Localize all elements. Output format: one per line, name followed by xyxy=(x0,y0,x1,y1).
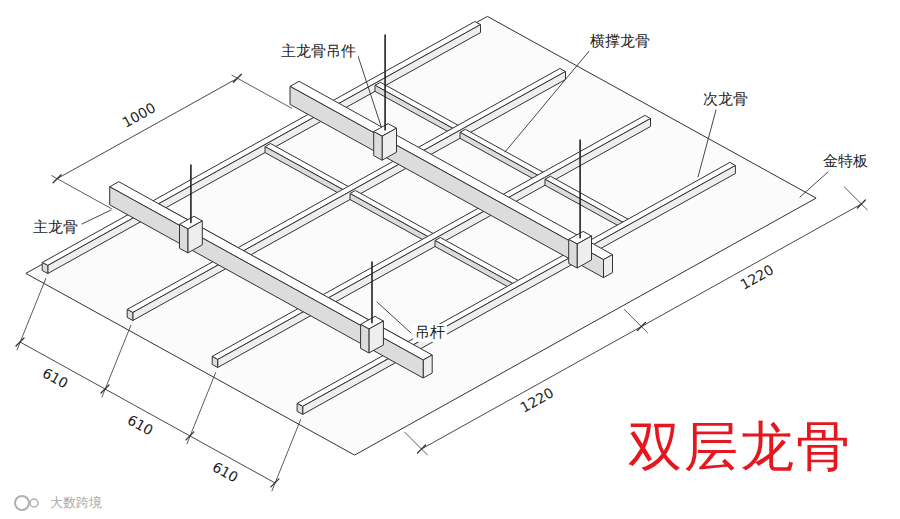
dimension-label: 610 xyxy=(123,411,158,440)
cross-brace-keel xyxy=(460,129,545,182)
main-keel-top xyxy=(290,81,613,259)
callout-label: 次龙骨 xyxy=(701,91,750,108)
hanger-rod xyxy=(384,35,386,130)
callout-label: 主龙骨 xyxy=(31,219,80,236)
dimension-line xyxy=(57,78,237,178)
hanger-clip-end xyxy=(361,324,369,353)
secondary-keel-top xyxy=(297,162,735,406)
cross-brace-keel-end xyxy=(545,179,624,229)
extension-line xyxy=(232,75,292,108)
callout-label: 金特板 xyxy=(821,153,870,170)
dimension-label: 610 xyxy=(38,364,73,393)
dimension-label: 1220 xyxy=(516,383,558,416)
hanger-rod xyxy=(190,165,192,223)
extension-line xyxy=(17,279,46,351)
extension-line xyxy=(52,176,112,209)
main-keel-end xyxy=(110,187,424,378)
dimension-label: 1000 xyxy=(118,98,160,131)
watermark: 大数跨境 xyxy=(48,496,104,511)
secondary-keel-end xyxy=(297,403,303,414)
diagram-title: 双层龙骨 xyxy=(626,416,854,478)
cross-brace-keel-top xyxy=(435,238,520,285)
extension-line xyxy=(405,432,428,455)
cross-brace-keel xyxy=(545,176,630,229)
hanger-rod xyxy=(371,262,373,323)
hanger-clip-side xyxy=(369,321,384,353)
callout-label: 横撑龙骨 xyxy=(588,33,652,50)
extension-line xyxy=(624,310,647,333)
hanger-clip-side xyxy=(577,236,591,268)
leader-line xyxy=(358,56,381,126)
watermark-logo xyxy=(30,499,38,507)
secondary-keel xyxy=(297,162,735,414)
callout-label: 吊杆 xyxy=(413,324,447,341)
hanger-clip-side xyxy=(382,128,396,160)
cross-brace-keel-top xyxy=(545,176,630,223)
cross-brace-keel-end xyxy=(265,147,344,197)
dimension-line xyxy=(20,342,275,483)
dimension-label: 1220 xyxy=(736,260,778,293)
leader-line xyxy=(800,172,828,197)
cross-brace-keel xyxy=(435,238,520,291)
extension-line xyxy=(272,419,301,491)
cross-brace-keel-top xyxy=(265,144,350,191)
leader-line xyxy=(377,302,411,333)
hanger-clip-end xyxy=(180,224,188,253)
main-keel xyxy=(290,81,613,277)
dimension-tick xyxy=(53,175,61,183)
cross-brace-keel xyxy=(350,191,435,244)
leader-line xyxy=(698,110,716,177)
main-keel xyxy=(110,182,433,378)
main-keel-side xyxy=(604,255,613,278)
secondary-keel-end xyxy=(212,356,218,367)
dimension-tick xyxy=(233,74,241,82)
leader-line xyxy=(82,210,111,224)
cross-brace-keel-end xyxy=(350,194,429,244)
main-keel-end xyxy=(290,86,604,277)
cross-brace-keel-end xyxy=(460,132,539,182)
hanger-rod xyxy=(579,140,581,238)
hanger-clip-end xyxy=(569,239,577,268)
cross-brace-keel-top xyxy=(350,191,435,238)
extension-line xyxy=(187,373,216,444)
leader-line xyxy=(505,50,590,152)
cross-brace-keel-top xyxy=(375,82,460,129)
watermark-logo xyxy=(15,496,29,510)
secondary-keel-top xyxy=(127,69,565,313)
cross-brace-keel xyxy=(265,144,350,197)
secondary-keel-top xyxy=(212,115,650,359)
cross-brace-keel-end xyxy=(435,241,514,291)
dimension-line xyxy=(422,204,862,449)
dimension-label: 610 xyxy=(208,458,243,487)
callout-label: 主龙骨吊件 xyxy=(279,43,358,60)
cross-brace-keel-top xyxy=(460,129,545,176)
hanger-clip-side xyxy=(188,221,203,253)
secondary-keel-top xyxy=(42,22,480,266)
extension-line xyxy=(102,326,131,398)
secondary-keel-end xyxy=(127,309,133,320)
secondary-keel xyxy=(212,115,650,367)
main-keel-side xyxy=(423,355,432,378)
ceiling-board xyxy=(26,16,816,455)
hanger-clip-end xyxy=(374,132,382,161)
main-keel-top xyxy=(110,182,433,360)
secondary-keel-end xyxy=(42,263,48,274)
